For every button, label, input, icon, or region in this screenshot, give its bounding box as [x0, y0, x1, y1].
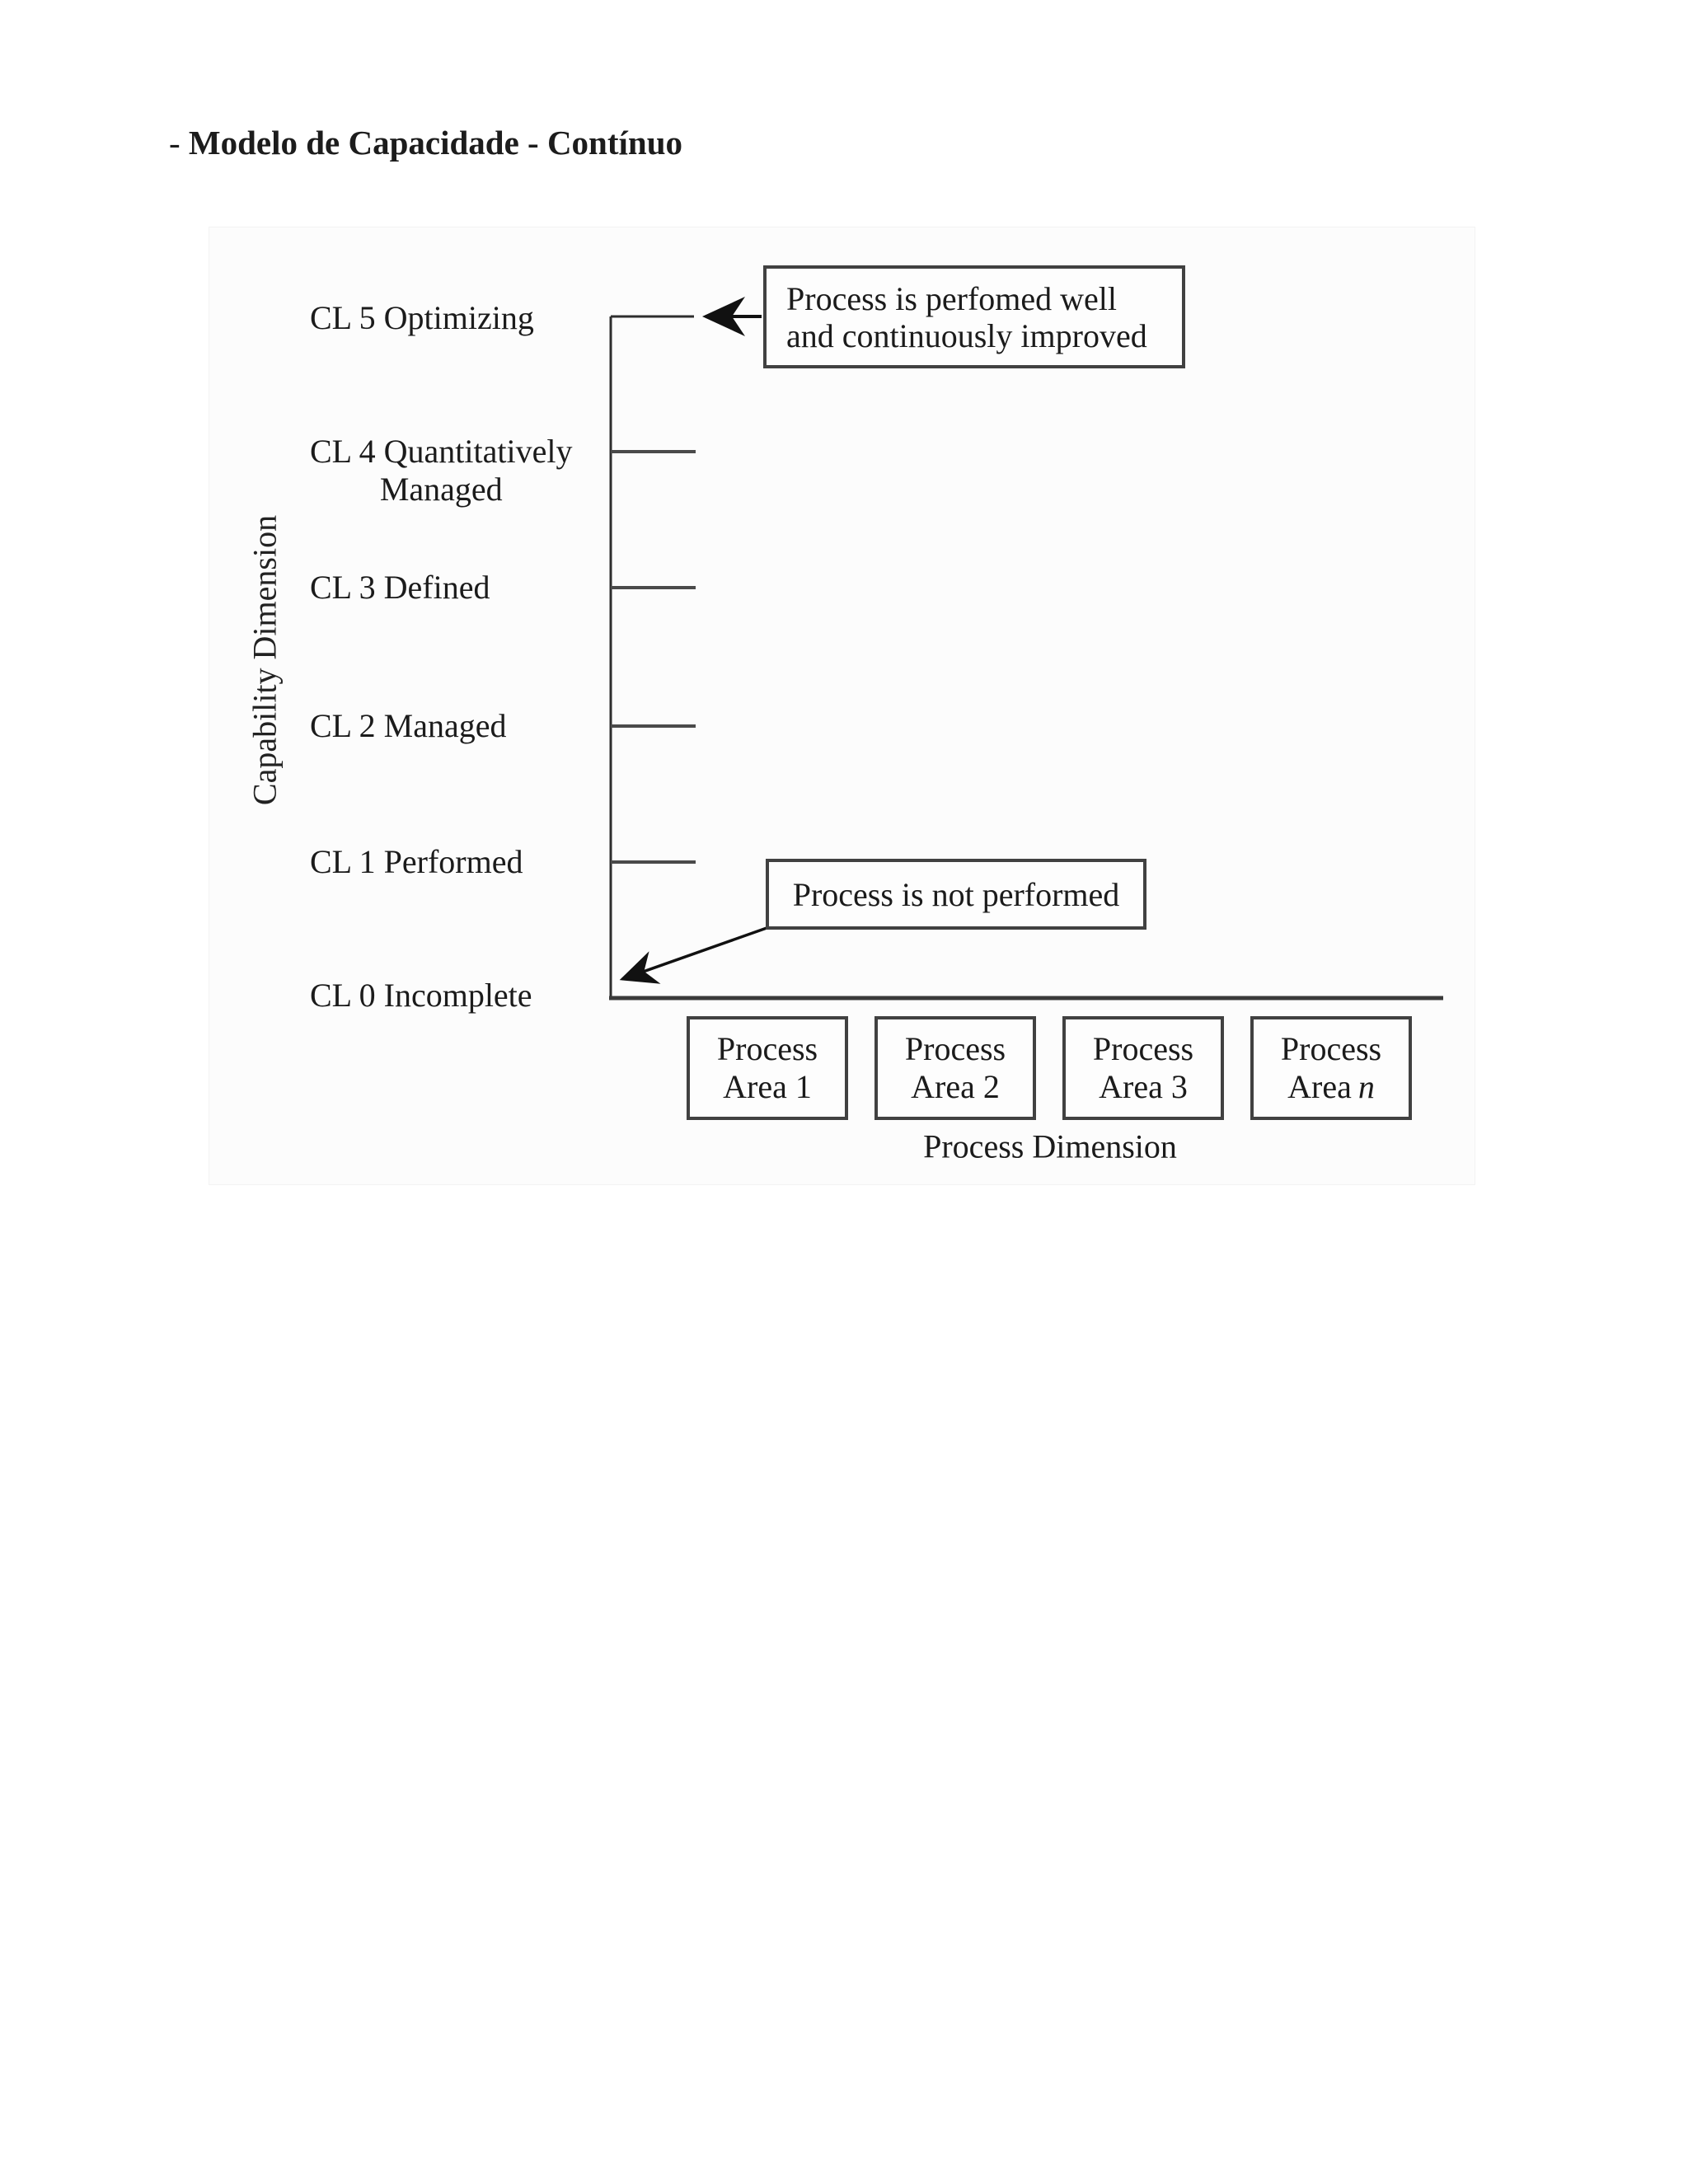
capability-level-cl1: CL 1 Performed: [310, 843, 523, 880]
process-area-line1: Process: [1280, 1030, 1382, 1067]
page-title: - Modelo de Capacidade - Contínuo: [169, 124, 682, 162]
process-area-1-box: Process Area 1: [687, 1016, 848, 1120]
capability-level-cl4: CL 4 Quantitatively Managed: [310, 433, 573, 508]
process-area-3-box: Process Area 3: [1062, 1016, 1224, 1120]
callout-process-performed-well: Process is perfomed well and continuousl…: [763, 265, 1185, 368]
process-area-line1: Process: [904, 1030, 1006, 1067]
process-area-line2: Area 1: [723, 1068, 812, 1105]
process-area-line1: Process: [1092, 1030, 1194, 1067]
callout-process-not-performed: Process is not performed: [766, 859, 1146, 930]
x-axis-label: Process Dimension: [923, 1127, 1177, 1165]
arrow-bottom-callout: [619, 926, 770, 984]
y-axis-label: Capability Dimension: [246, 514, 284, 806]
capability-level-cl3: CL 3 Defined: [310, 569, 490, 606]
page-title-text: Modelo de Capacidade - Contínuo: [188, 124, 683, 162]
capability-model-figure: Capability Dimension CL 5 Optimizing CL …: [209, 227, 1475, 1185]
process-area-line1: Process: [716, 1030, 818, 1067]
process-area-line2: Area 2: [911, 1068, 1000, 1105]
capability-level-cl2: CL 2 Managed: [310, 707, 507, 744]
axes-and-arrows-canvas: [609, 297, 1443, 1001]
process-area-line2: Area 3: [1099, 1068, 1188, 1105]
page-title-dash: -: [169, 124, 189, 162]
capability-level-cl0: CL 0 Incomplete: [310, 977, 532, 1014]
capability-level-cl5: CL 5 Optimizing: [310, 299, 534, 336]
process-area-2-box: Process Area 2: [874, 1016, 1036, 1120]
